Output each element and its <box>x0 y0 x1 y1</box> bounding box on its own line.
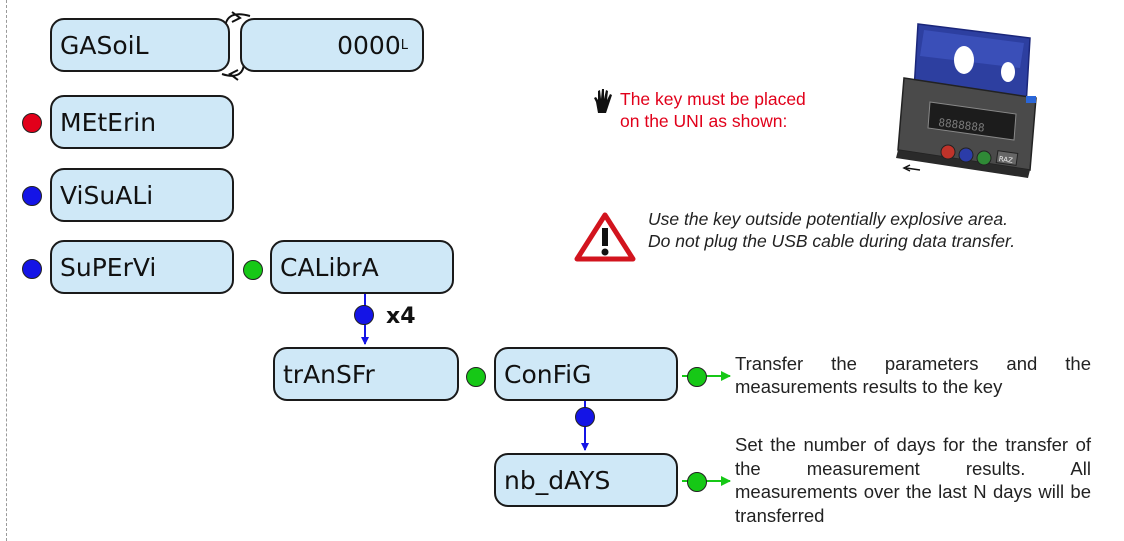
blue-button-dot <box>22 259 42 279</box>
menu-box-transfr: trAnSFr <box>273 347 459 401</box>
menu-box-gasoil: GASoiL <box>50 18 230 72</box>
warning-note: Use the key outside potentially explosiv… <box>648 208 1091 252</box>
menu-box-supervi: SuPErVi <box>50 240 234 294</box>
red-button-dot <box>22 113 42 133</box>
warning-note-line1: Use the key outside potentially explosiv… <box>648 209 1008 229</box>
menu-box-visuali: ViSuALi <box>50 168 234 222</box>
counter-unit: L <box>400 37 408 53</box>
key-note: The key must be placed on the UNI as sho… <box>620 88 850 132</box>
green-button-dot <box>687 472 707 492</box>
nb-days-label: nb_dAYS <box>504 465 611 495</box>
menu-box-config: ConFiG <box>494 347 678 401</box>
warning-note-line2: Do not plug the USB cable during data tr… <box>648 231 1016 251</box>
calibra-label: CALibrA <box>280 252 379 282</box>
device-display: 8888888 <box>938 116 986 135</box>
green-button-dot <box>243 260 263 280</box>
menu-box-calibra: CALibrA <box>270 240 454 294</box>
visuali-label: ViSuALi <box>60 180 154 210</box>
key-note-line2: on the UNI as shown: <box>620 111 788 131</box>
supervi-label: SuPErVi <box>60 252 157 282</box>
menu-box-nb-days: nb_dAYS <box>494 453 678 507</box>
blue-button-dot <box>354 305 374 325</box>
meterin-label: MEtErin <box>60 107 157 137</box>
config-label: ConFiG <box>504 359 592 389</box>
nb-days-description: Set the number of days for the transfer … <box>735 434 1091 526</box>
config-description: Transfer the parameters and the measurem… <box>735 353 1091 397</box>
transfr-label: trAnSFr <box>283 359 375 389</box>
menu-box-meterin: MEtErin <box>50 95 234 149</box>
green-button-dot <box>687 367 707 387</box>
repeat-count: x4 <box>386 304 416 329</box>
counter-value: 0000 <box>337 30 401 60</box>
gasoil-label: GASoiL <box>60 30 149 60</box>
blue-button-dot <box>22 186 42 206</box>
uni-device-with-key-image: 8888888 RAZ <box>896 23 1037 178</box>
left-margin-guide <box>6 0 7 541</box>
green-button-dot <box>466 367 486 387</box>
hand-icon <box>594 89 612 113</box>
key-note-line1: The key must be placed <box>620 89 806 109</box>
blue-button-dot <box>575 407 595 427</box>
warning-icon <box>574 212 636 262</box>
device-raz-label: RAZ <box>998 155 1013 165</box>
